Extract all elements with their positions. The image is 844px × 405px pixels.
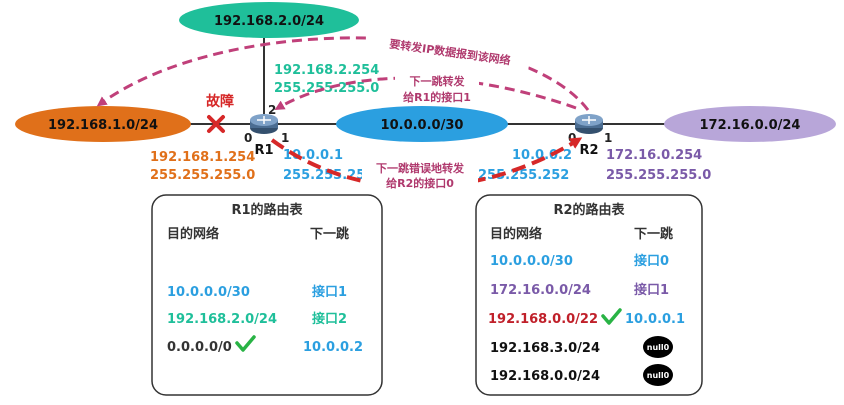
- r1-table-box: [151, 194, 383, 396]
- check-icon: [601, 308, 622, 325]
- r2-row-1-next: 接口1: [634, 282, 669, 298]
- r2-row-3-dest: 192.168.3.0/24: [490, 341, 600, 356]
- r1-row-1-dest: 192.168.2.0/24: [167, 312, 277, 327]
- r2-if1-ip: 172.16.0.254: [606, 148, 702, 163]
- r1-row-2-next: 10.0.0.2: [303, 340, 363, 355]
- r2-row-3-next: null0: [647, 343, 670, 352]
- network-left-label: 192.168.1.0/24: [48, 118, 158, 133]
- router-icon: [250, 114, 278, 134]
- port-r1-right: 1: [281, 131, 289, 145]
- r1-if2-ip: 192.168.2.254: [274, 63, 379, 78]
- null0-icon: null0: [643, 336, 673, 358]
- port-r1-left: 0: [244, 131, 252, 145]
- router-icon: [575, 114, 603, 134]
- r1-row-0-next: 接口1: [312, 284, 347, 300]
- r2-row-4-next: null0: [647, 371, 670, 380]
- r2-row-0-dest: 10.0.0.0/30: [490, 254, 573, 269]
- r1-col-next: 下一跳: [310, 226, 349, 242]
- r1-if0-ip: 192.168.1.254: [150, 150, 255, 165]
- r1-if0-mask: 255.255.255.0: [150, 168, 255, 183]
- forward-goal-text: 要转发IP数据报到该网络: [389, 37, 512, 68]
- network-middle-label: 10.0.0.0/30: [381, 118, 464, 133]
- forward-path-arrow: [96, 36, 590, 111]
- r2-table-title: R2的路由表: [553, 202, 625, 218]
- network-right-label: 172.16.0.0/24: [700, 118, 801, 133]
- r2-if1-mask: 255.255.255.0: [606, 168, 711, 183]
- r2-if0-mask: 255.255.252: [478, 168, 569, 183]
- wrong-next-hop-line2: 给R2的接口0: [386, 176, 454, 190]
- r2-row-0-next: 接口0: [634, 253, 669, 269]
- router-r1-label: R1: [254, 143, 273, 158]
- next-hop-r1-line1: 下一跳转发: [410, 74, 466, 88]
- r1-row-1-next: 接口2: [312, 311, 347, 327]
- network-right-ellipse: [664, 106, 836, 142]
- r1-row-2-dest: 0.0.0.0/0: [167, 340, 232, 355]
- check-icon: [235, 335, 256, 352]
- r2-row-4-dest: 192.168.0.0/24: [490, 369, 600, 384]
- port-r1-top: 2: [268, 103, 276, 117]
- router-r2-label: R2: [579, 143, 598, 158]
- r1-if1-ip: 10.0.0.1: [283, 148, 343, 163]
- r2-row-2-next: 10.0.0.1: [625, 312, 685, 327]
- port-r2-right: 1: [604, 131, 612, 145]
- wrong-next-hop-line1: 下一跳错误地转发: [376, 161, 465, 175]
- fault-x-icon: [207, 115, 225, 133]
- r1-row-0-dest: 10.0.0.0/30: [167, 285, 250, 300]
- r1-if2-mask: 255.255.255.0: [274, 81, 379, 96]
- next-hop-r1-line2: 给R1的接口1: [403, 90, 471, 104]
- network-top-ellipse: [179, 2, 359, 38]
- network-top-label: 192.168.2.0/24: [214, 14, 324, 29]
- fault-label: 故障: [206, 93, 234, 110]
- r2-col-dest: 目的网络: [490, 226, 542, 242]
- network-middle-ellipse: [336, 106, 508, 142]
- r1-col-dest: 目的网络: [167, 226, 219, 242]
- r2-col-next: 下一跳: [634, 226, 673, 242]
- forward-goal-note: 要转发IP数据报到该网络: [369, 30, 531, 72]
- r2-row-1-dest: 172.16.0.0/24: [490, 283, 591, 298]
- r1-table-title: R1的路由表: [231, 202, 303, 218]
- null0-icon: null0: [643, 364, 673, 386]
- r2-row-2-dest: 192.168.0.0/22: [488, 312, 598, 327]
- network-left-ellipse: [15, 106, 191, 142]
